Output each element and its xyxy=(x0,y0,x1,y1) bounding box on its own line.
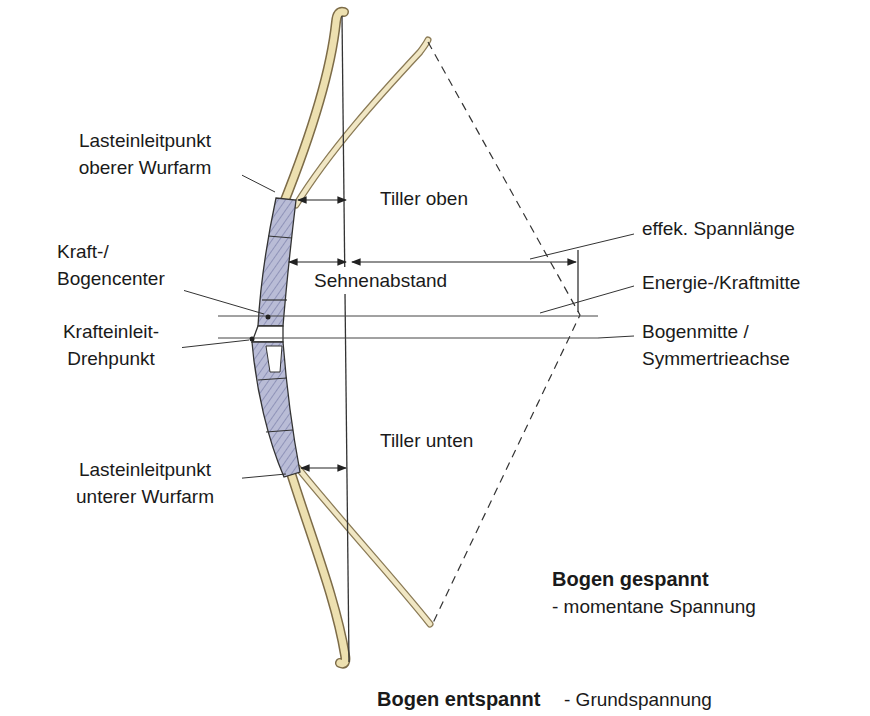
riser-lower xyxy=(252,342,300,477)
grip-detail xyxy=(266,346,282,372)
part-label: Energie-/Kraftmitte xyxy=(640,269,802,296)
part-label: Kraft-/ Bogencenter xyxy=(55,238,184,292)
part-label: Bogenmitte / Symmertrieachse xyxy=(640,318,844,372)
state-note: - momentane Spannung xyxy=(550,593,758,620)
tiller-top-dimension xyxy=(298,199,346,200)
strung-upper-limb xyxy=(283,12,344,205)
wrap-edge xyxy=(258,378,287,380)
part-label: Lasteinleitpunkt unterer Wurfarm xyxy=(48,456,242,510)
wrap-edge xyxy=(262,299,287,300)
dimension-label: Tiller oben xyxy=(378,185,470,212)
brace-height-dimension xyxy=(289,261,346,262)
dimension-label: Sehnenabstand xyxy=(312,267,449,294)
energy-center-line xyxy=(218,316,598,317)
symmetry-axis-line xyxy=(218,338,598,339)
leader-line xyxy=(540,286,634,313)
state-note: - Grundspannung xyxy=(562,686,714,713)
relaxed-string-dashed xyxy=(428,42,580,625)
state-title: Bogen entspannt xyxy=(375,686,542,713)
bow-string xyxy=(342,16,349,662)
grip-window xyxy=(252,326,283,342)
part-label: Lasteinleitpunkt oberer Wurfarm xyxy=(48,127,242,181)
wrap-edge xyxy=(268,236,292,238)
strung-upper-limb xyxy=(283,12,344,205)
dimension-label: Tiller unten xyxy=(378,427,475,454)
tiller-bottom-dimension xyxy=(301,467,346,468)
strung-lower-limb xyxy=(290,470,345,664)
draw-length-dimension xyxy=(352,261,576,262)
strung-lower-limb xyxy=(290,470,345,664)
wrap-edge xyxy=(266,430,293,432)
state-title: Bogen gespannt xyxy=(550,566,711,593)
dimension-label: effek. Spannlänge xyxy=(640,215,797,242)
bow-center-point xyxy=(266,315,271,320)
pivot-point xyxy=(250,337,255,342)
leader-line xyxy=(598,336,634,338)
part-label: Krafteinleit- Drehpunkt xyxy=(40,318,182,372)
leader-line xyxy=(530,234,634,259)
